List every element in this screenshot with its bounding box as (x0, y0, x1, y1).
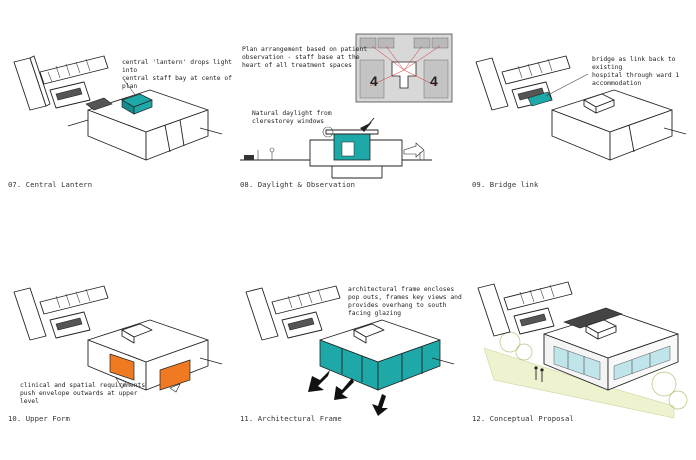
bridge-annotation: bridge as link back to existing hospital… (592, 56, 680, 87)
panel-daylight-observation: Plan arrangement based on patient observ… (232, 0, 464, 230)
leader-line (123, 79, 137, 97)
leader-line (545, 73, 589, 97)
bridge-link-diagram (475, 55, 687, 161)
panel-conceptual-proposal: 12. Conceptual Proposal (464, 230, 696, 460)
panel-caption: 09. Bridge link (472, 180, 539, 189)
panel-architectural-frame: architectural frame encloses pop outs, f… (232, 230, 464, 460)
panel-caption: 11. Architectural Frame (240, 414, 342, 423)
plan-annotation: Plan arrangement based on patient observ… (242, 46, 368, 69)
plan-room-label-left: 4 (370, 73, 378, 89)
frame-highlight (319, 339, 441, 391)
panel-caption: 12. Conceptual Proposal (472, 414, 574, 423)
frame-annotation: architectural frame encloses pop outs, f… (348, 286, 462, 317)
plan-room-label-right: 4 (430, 73, 438, 89)
lantern-annotation: central 'lantern' drops light into centr… (122, 59, 232, 90)
upper-form-annotation: clinical and spatial requirements push e… (20, 382, 146, 405)
plan-diagram (355, 33, 453, 103)
existing-hospital-wing (245, 285, 341, 341)
bridge-link-highlight (527, 91, 553, 107)
existing-hospital-wing (475, 55, 571, 111)
landscape (483, 331, 688, 419)
proposed-building (543, 307, 679, 391)
daylight-observation-diagram (240, 33, 453, 179)
existing-hospital-wing (13, 285, 109, 341)
existing-hospital-wing (477, 281, 573, 337)
panel-bridge-link: bridge as link back to existing hospital… (464, 0, 696, 230)
architectural-frame-diagram (245, 285, 455, 416)
lantern-highlight (121, 93, 153, 115)
upper-form-diagram (13, 285, 223, 393)
panel-central-lantern: central 'lantern' drops light into centr… (0, 0, 232, 230)
panel-caption: 10. Upper Form (8, 414, 70, 423)
section-diagram (240, 117, 432, 179)
panel-caption: 08. Daylight & Observation (240, 180, 356, 189)
people (534, 366, 544, 382)
upper-form-pop-outs (109, 353, 191, 393)
daylight-annotation: Natural daylight from clerestorey window… (252, 110, 332, 125)
new-ward-block (551, 89, 687, 161)
existing-hospital-wing (13, 55, 109, 111)
panel-upper-form: clinical and spatial requirements push e… (0, 230, 232, 460)
conceptual-proposal-diagram (477, 281, 688, 419)
panel-caption: 07. Central Lantern (8, 180, 93, 189)
new-ward-block (67, 89, 223, 161)
new-ward-block (87, 319, 223, 391)
view-arrows (308, 370, 388, 416)
central-lantern-diagram (13, 55, 223, 161)
